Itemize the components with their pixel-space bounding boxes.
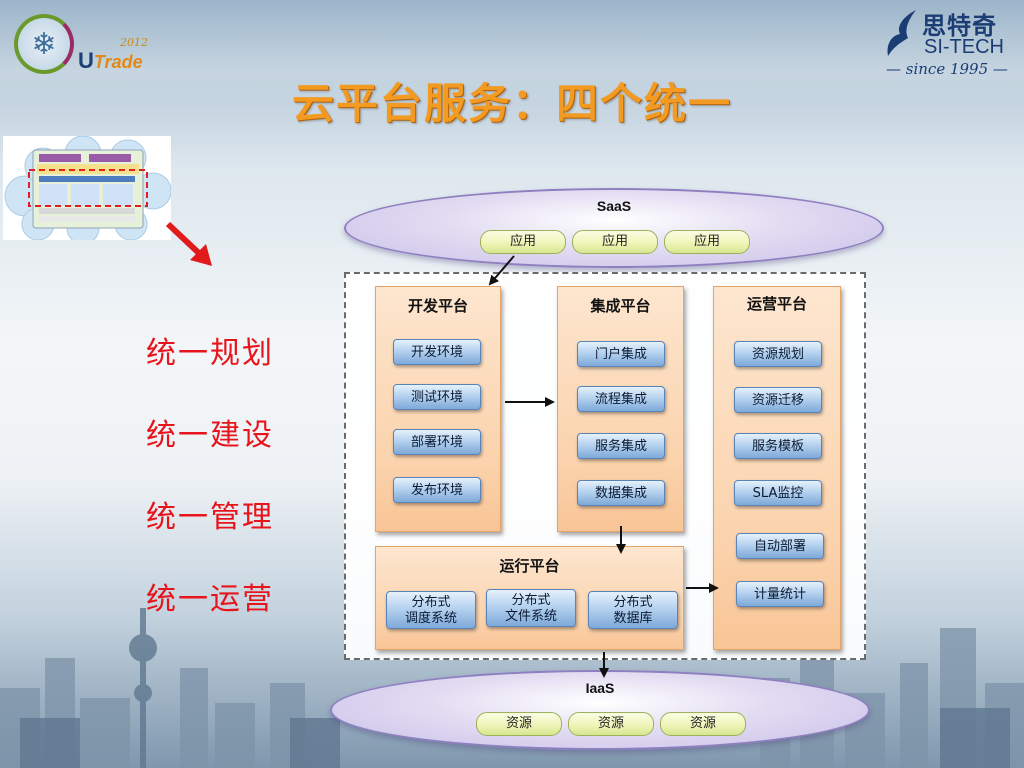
button-line: 分布式 [411, 595, 451, 610]
service-integration-button[interactable]: 服务集成 [577, 433, 665, 459]
iaas-resource-pill: 资源 [476, 712, 562, 736]
iaas-ellipse: IaaS 资源 资源 资源 [330, 670, 870, 750]
sla-monitor-button[interactable]: SLA监控 [734, 480, 822, 506]
deploy-env-button[interactable]: 部署环境 [393, 429, 481, 455]
release-env-button[interactable]: 发布环境 [393, 477, 481, 503]
metering-stats-button[interactable]: 计量统计 [736, 581, 824, 607]
slogan-item: 统一管理 [146, 500, 274, 535]
operation-platform-panel: 运营平台 资源规划 资源迁移 服务模板 SLA监控 自动部署 计量统计 [713, 286, 841, 650]
bird-logo-icon [887, 10, 916, 56]
header-band [0, 0, 1024, 130]
logo-name-u: U [78, 48, 94, 73]
saas-title: SaaS [596, 198, 632, 214]
service-template-button[interactable]: 服务模板 [734, 433, 822, 459]
snowflake-icon: ❄ [14, 14, 74, 74]
page-title: 云平台服务：四个统一 [291, 79, 732, 128]
slogan-list: 统一规划 统一建设 统一管理 统一运营 [146, 334, 274, 662]
dev-platform-panel: 开发平台 开发环境 测试环境 部署环境 发布环境 [375, 286, 501, 532]
slogan-item: 统一建设 [146, 418, 274, 453]
button-line: 文件系统 [504, 609, 557, 624]
iaas-resource-pill: 资源 [660, 712, 746, 736]
saas-app-pill: 应用 [572, 230, 658, 254]
utrade-logo: ❄ 2012 UTrade [10, 12, 150, 78]
cloud-thumbnail-image [3, 136, 171, 240]
button-line: 调度系统 [404, 611, 457, 626]
integration-platform-panel: 集成平台 门户集成 流程集成 服务集成 数据集成 [557, 286, 684, 532]
distributed-database-button[interactable]: 分布式 数据库 [588, 591, 678, 629]
logo-since: — since 1995 — [886, 60, 1008, 78]
runtime-platform-title: 运行平台 [499, 557, 560, 575]
red-arrow-icon [165, 221, 212, 266]
integration-platform-title: 集成平台 [590, 297, 651, 315]
dev-env-button[interactable]: 开发环境 [393, 339, 481, 365]
process-integration-button[interactable]: 流程集成 [577, 386, 665, 412]
saas-app-pill: 应用 [480, 230, 566, 254]
portal-integration-button[interactable]: 门户集成 [577, 341, 665, 367]
logo-year: 2012 [120, 36, 148, 49]
logo-cn: 思特奇 [922, 12, 997, 40]
data-integration-button[interactable]: 数据集成 [577, 480, 665, 506]
button-line: 分布式 [511, 593, 551, 608]
distributed-scheduler-button[interactable]: 分布式 调度系统 [386, 591, 476, 629]
saas-app-pill: 应用 [664, 230, 750, 254]
logo-name: UTrade [78, 48, 143, 74]
operation-platform-title: 运营平台 [746, 295, 807, 313]
resource-migration-button[interactable]: 资源迁移 [734, 387, 822, 413]
slogan-item: 统一运营 [146, 582, 274, 617]
logo-en: SI-TECH [924, 36, 1004, 58]
button-line: 分布式 [613, 595, 653, 610]
iaas-title: IaaS [585, 680, 615, 696]
saas-ellipse: SaaS 应用 应用 应用 [344, 188, 884, 268]
distributed-filesystem-button[interactable]: 分布式 文件系统 [486, 589, 576, 627]
si-tech-logo: 思特奇 SI-TECH — since 1995 — [884, 6, 1020, 78]
auto-deploy-button[interactable]: 自动部署 [736, 533, 824, 559]
iaas-resource-pill: 资源 [568, 712, 654, 736]
dev-platform-title: 开发平台 [407, 297, 468, 315]
button-line: 数据库 [613, 611, 653, 626]
logo-name-rest: Trade [93, 52, 143, 72]
runtime-platform-panel: 运行平台 分布式 调度系统 分布式 文件系统 分布式 数据库 [375, 546, 684, 650]
test-env-button[interactable]: 测试环境 [393, 384, 481, 410]
resource-planning-button[interactable]: 资源规划 [734, 341, 822, 367]
slogan-item: 统一规划 [146, 336, 274, 371]
